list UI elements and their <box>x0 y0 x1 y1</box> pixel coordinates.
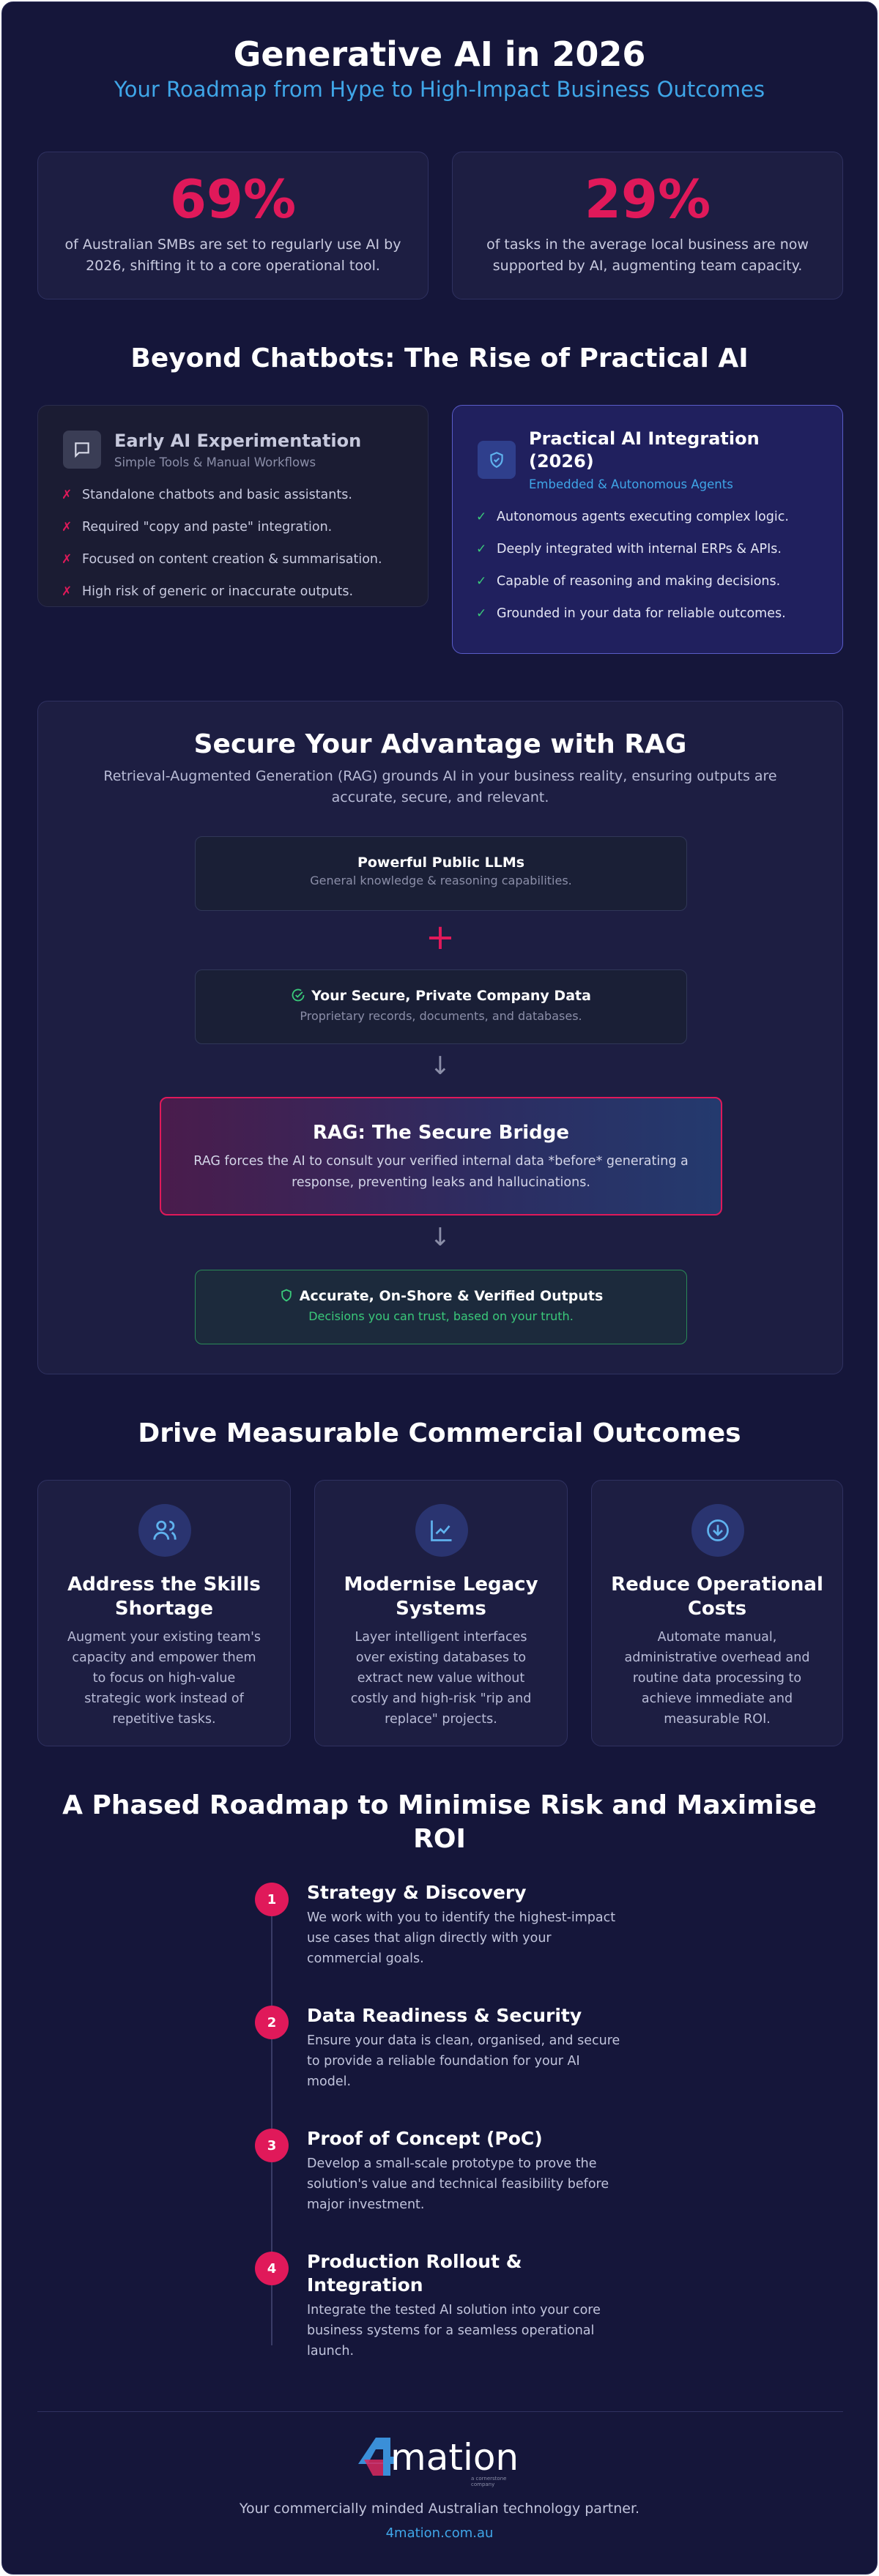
early-ai-card: Early AI Experimentation Simple Tools & … <box>37 405 429 607</box>
public-llms-text: General knowledge & reasoning capabiliti… <box>310 874 572 887</box>
private-data-title: Your Secure, Private Company Data <box>196 988 686 1006</box>
rag-bridge-box: RAG: The Secure Bridge RAG forces the AI… <box>160 1097 722 1216</box>
footer-tagline: Your commercially minded Australian tech… <box>239 2501 640 2517</box>
step-title: Data Readiness & Security <box>307 2005 582 2026</box>
company-logo: mation a cornerstone company <box>354 2432 530 2487</box>
step-text: We work with you to identify the highest… <box>307 1910 616 1966</box>
check-icon: ✓ <box>476 510 487 524</box>
outcomes-heading: Drive Measurable Commercial Outcomes <box>138 1418 741 1448</box>
early-ai-title: Early AI Experimentation <box>114 431 362 451</box>
step-text: Ensure your data is clean, organised, an… <box>307 2033 620 2089</box>
check-circle-icon <box>291 988 305 1006</box>
public-llms-box: Powerful Public LLMs General knowledge &… <box>195 836 687 911</box>
cross-icon: ✗ <box>62 488 73 502</box>
check-icon: ✓ <box>476 606 487 621</box>
step-title: Strategy & Discovery <box>307 1882 527 1903</box>
rag-intro: Retrieval-Augmented Generation (RAG) gro… <box>103 768 777 805</box>
check-icon: ✓ <box>476 542 487 556</box>
step-number: 4 <box>255 2252 289 2285</box>
stat-text: of Australian SMBs are set to regularly … <box>64 237 401 274</box>
early-ai-item: ✗Focused on content creation & summarisa… <box>62 552 382 567</box>
stat-card-smb-adoption: 69% of Australian SMBs are set to regula… <box>37 152 429 299</box>
practical-ai-card: Practical AI Integration (2026) Embedded… <box>452 405 843 654</box>
roadmap-heading: A Phased Roadmap to Minimise Risk and Ma… <box>62 1790 817 1854</box>
practical-ai-item: ✓Autonomous agents executing complex log… <box>476 510 789 524</box>
users-icon <box>138 1504 191 1557</box>
footer-website-link[interactable]: 4mation.com.au <box>385 2525 494 2541</box>
logo-tagline: a cornerstone company <box>471 2476 507 2487</box>
early-ai-subtitle: Simple Tools & Manual Workflows <box>114 455 316 469</box>
download-circle-icon <box>691 1504 744 1557</box>
verified-outputs-title: Accurate, On-Shore & Verified Outputs <box>196 1288 686 1306</box>
footer-divider <box>37 2411 843 2412</box>
shield-icon <box>478 441 516 479</box>
check-icon: ✓ <box>476 574 487 589</box>
practical-ai-item: ✓Deeply integrated with internal ERPs & … <box>476 542 782 556</box>
rag-bridge-text: RAG forces the AI to consult your verifi… <box>193 1154 689 1190</box>
step-title: Proof of Concept (PoC) <box>307 2128 543 2149</box>
rag-heading: Secure Your Advantage with RAG <box>193 729 687 759</box>
stat-value: 69% <box>169 168 297 230</box>
verified-outputs-box: Accurate, On-Shore & Verified Outputs De… <box>195 1270 687 1344</box>
step-title: Production Rollout &Integration <box>307 2251 522 2296</box>
cross-icon: ✗ <box>62 584 73 599</box>
step-text: Develop a small-scale prototype to prove… <box>307 2156 609 2212</box>
practical-ai-subtitle: Embedded & Autonomous Agents <box>529 477 733 491</box>
early-ai-item: ✗High risk of generic or inaccurate outp… <box>62 584 354 599</box>
private-data-box: Your Secure, Private Company Data Propri… <box>195 969 687 1044</box>
practical-ai-item: ✓Capable of reasoning and making decisio… <box>476 574 781 589</box>
page-subtitle: Your Roadmap from Hype to High-Impact Bu… <box>114 77 765 102</box>
step-number: 3 <box>255 2129 289 2162</box>
stat-card-tasks-supported: 29% of tasks in the average local busine… <box>452 152 843 299</box>
arrow-down-icon: ↓ <box>429 1051 451 1081</box>
cross-icon: ✗ <box>62 520 73 535</box>
practical-ai-item: ✓Grounded in your data for reliable outc… <box>476 606 786 621</box>
private-data-text: Proprietary records, documents, and data… <box>300 1009 582 1023</box>
beyond-heading: Beyond Chatbots: The Rise of Practical A… <box>130 343 749 373</box>
stat-text: of tasks in the average local business a… <box>486 237 809 274</box>
early-ai-item: ✗Required "copy and paste" integration. <box>62 520 333 535</box>
rag-bridge-title: RAG: The Secure Bridge <box>312 1122 570 1144</box>
practical-ai-title: Practical AI Integration (2026) <box>529 428 760 472</box>
step-text: Integrate the tested AI solution into yo… <box>307 2303 601 2359</box>
plus-icon: + <box>425 917 456 958</box>
logo-text: mation <box>390 2436 519 2479</box>
step-number: 2 <box>255 2006 289 2039</box>
shield-check-icon <box>279 1288 294 1306</box>
early-ai-item: ✗Standalone chatbots and basic assistant… <box>62 488 352 502</box>
stat-value: 29% <box>584 168 711 230</box>
page-title: Generative AI in 2026 <box>233 34 646 74</box>
logo-mark-icon <box>358 2438 395 2476</box>
chart-line-icon <box>415 1504 468 1557</box>
arrow-down-icon: ↓ <box>429 1223 451 1252</box>
chat-bubble-icon <box>63 431 101 469</box>
step-number: 1 <box>255 1883 289 1916</box>
public-llms-title: Powerful Public LLMs <box>357 855 525 871</box>
roadmap-timeline-line <box>271 1899 272 2345</box>
verified-outputs-text: Decisions you can trust, based on your t… <box>308 1309 574 1323</box>
outcome-text: Automate manual,administrative overhead … <box>624 1630 810 1727</box>
rag-section: Secure Your Advantage with RAG Retrieval… <box>37 701 843 1374</box>
cross-icon: ✗ <box>62 552 73 567</box>
